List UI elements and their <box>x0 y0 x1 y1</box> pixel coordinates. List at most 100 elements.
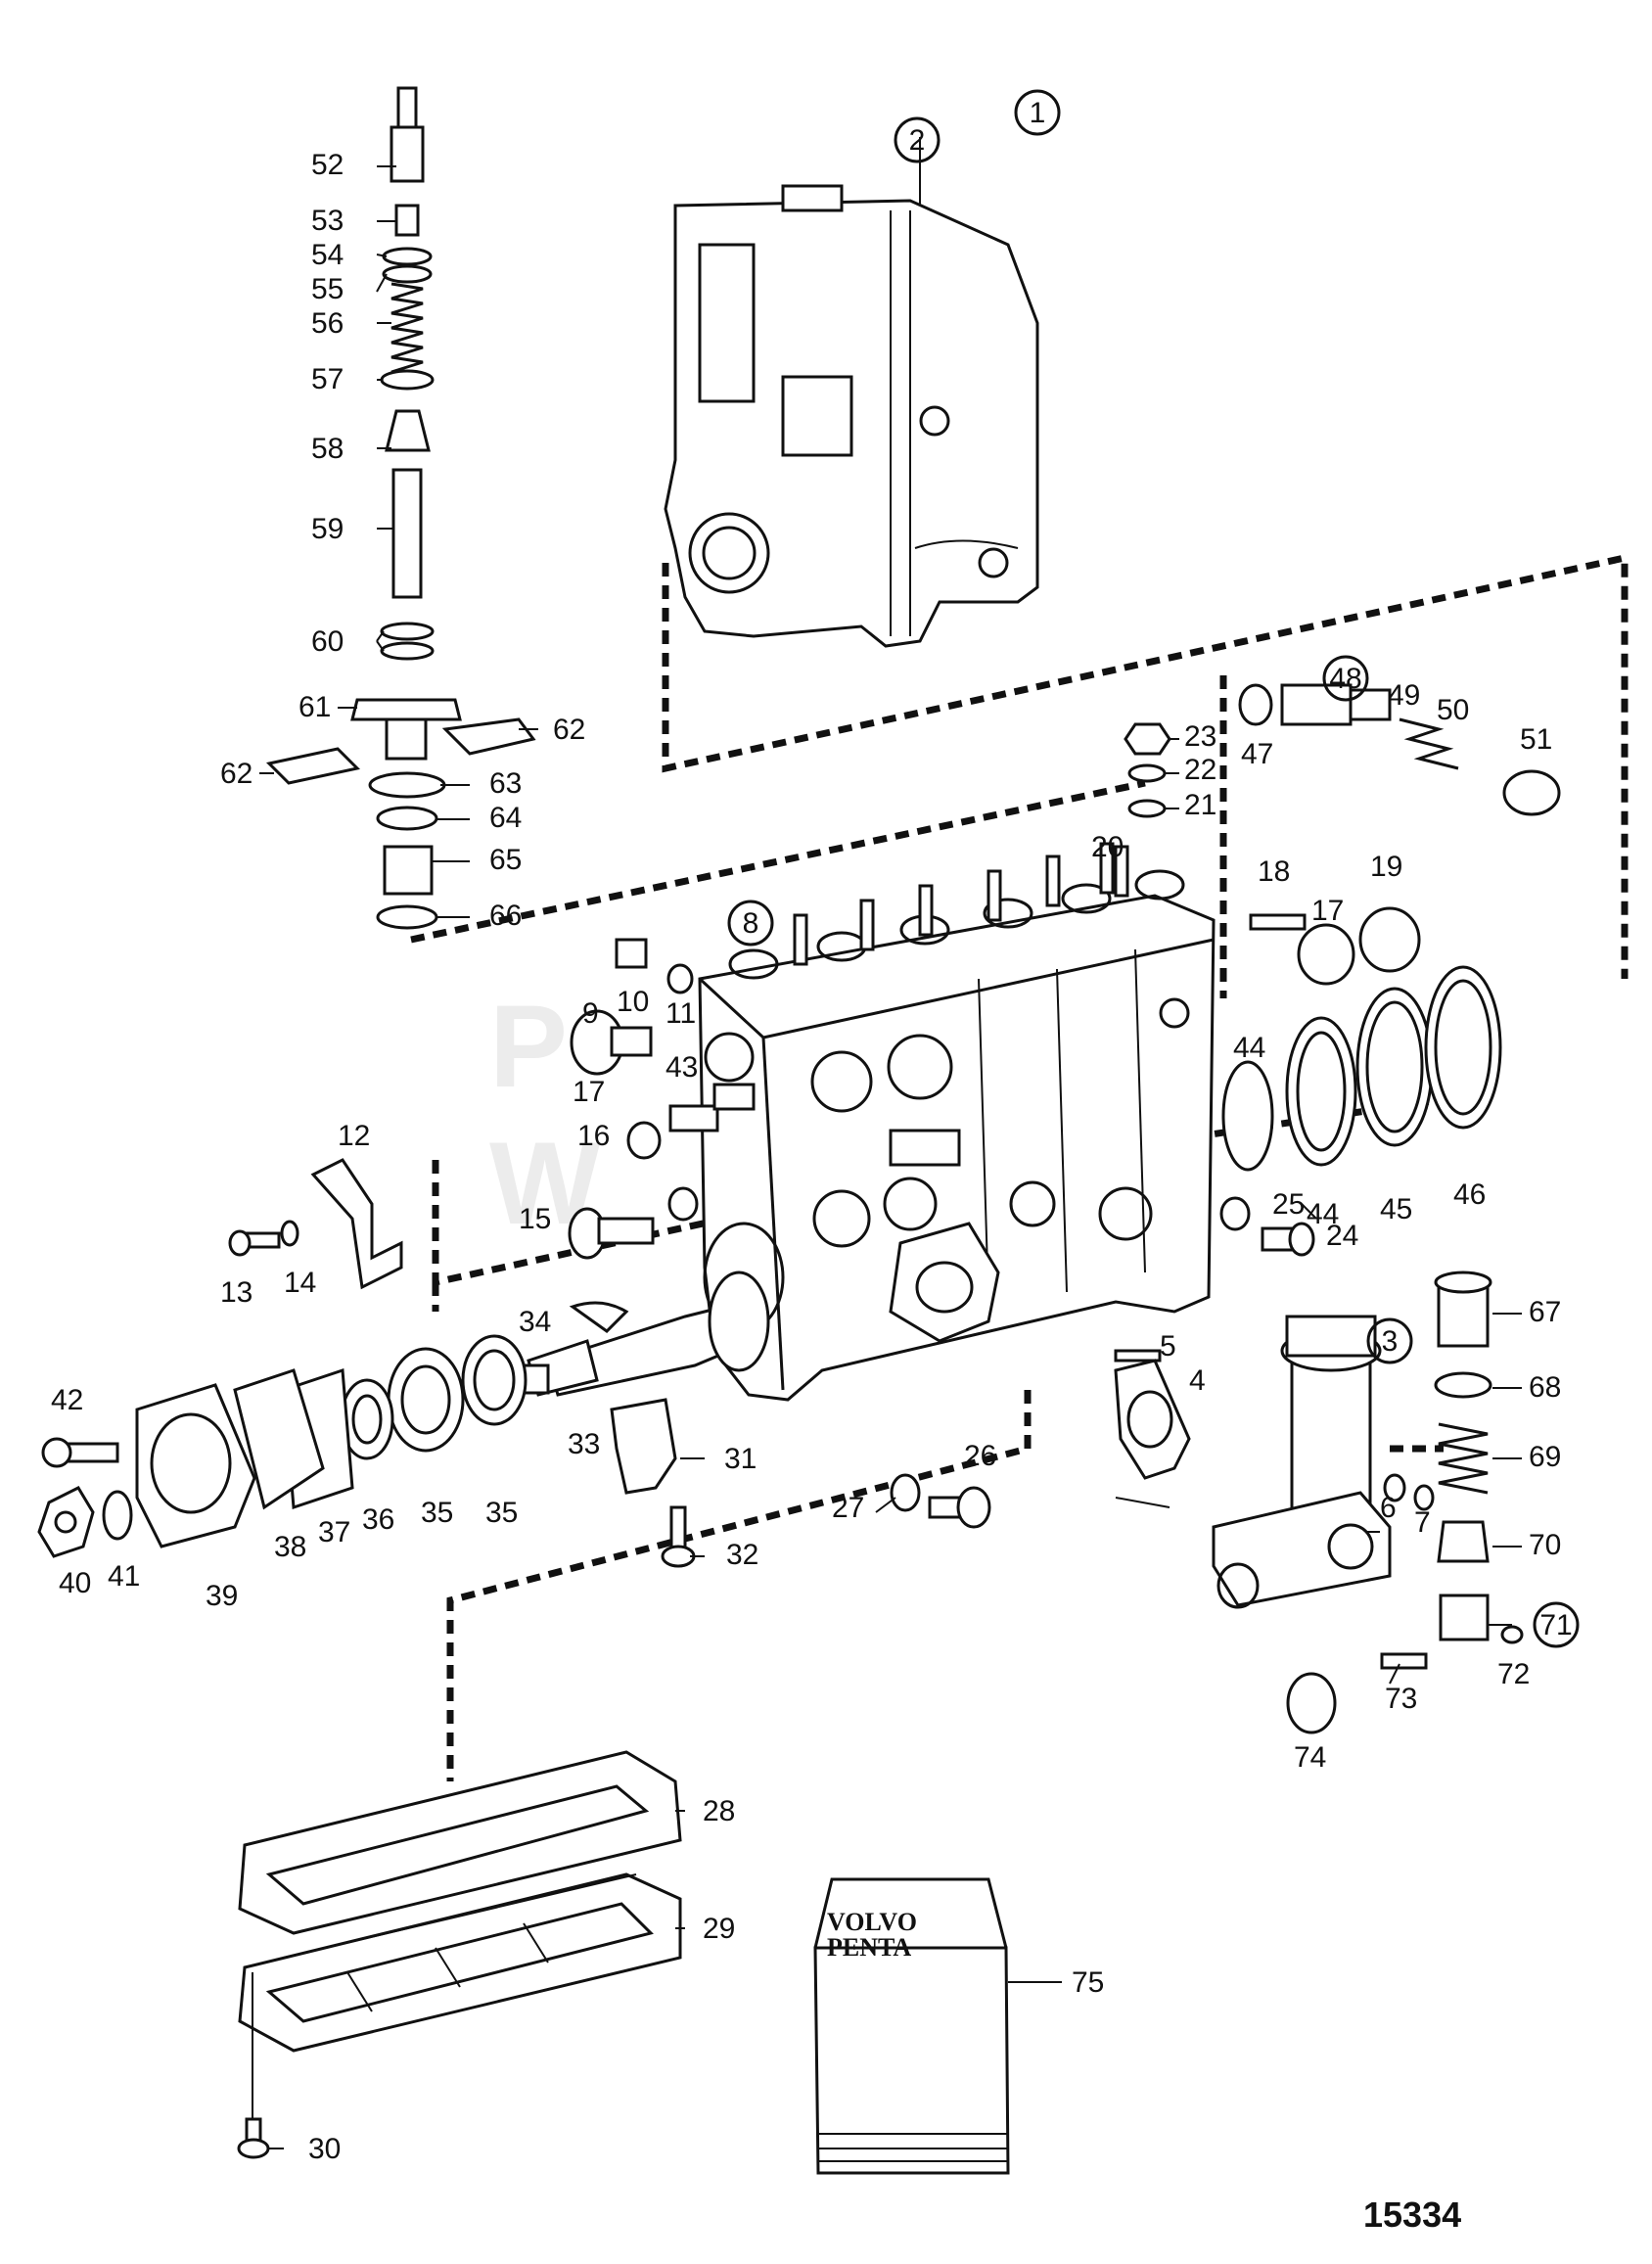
label-53: 53 <box>311 205 344 237</box>
label-74: 74 <box>1294 1741 1326 1774</box>
label-47: 47 <box>1241 738 1273 770</box>
label-57: 57 <box>311 363 344 395</box>
label-9: 9 <box>582 997 599 1030</box>
label-12: 12 <box>338 1120 370 1152</box>
label-46: 46 <box>1453 1178 1486 1211</box>
bottom-cover-parts <box>237 1750 682 2159</box>
label-1: 1 <box>1030 97 1046 129</box>
label-ring-3 <box>1366 1317 1413 1364</box>
label-26: 26 <box>964 1440 996 1472</box>
camshaft-assembly <box>37 1271 770 1568</box>
right-side-parts <box>228 683 1561 1529</box>
primer-parts-stack <box>1286 1271 1524 1734</box>
label-48: 48 <box>1329 663 1361 695</box>
label-5: 5 <box>1160 1330 1176 1363</box>
label-40: 40 <box>59 1567 91 1599</box>
label-51: 51 <box>1520 723 1552 756</box>
label-35b: 35 <box>485 1497 518 1529</box>
part-labels: 1 2 3 4 5 6 7 8 9 10 11 12 13 14 15 16 1… <box>51 89 1580 2165</box>
label-45: 45 <box>1380 1193 1412 1225</box>
label-15: 15 <box>519 1203 551 1235</box>
feed-pump <box>1114 1315 1392 1609</box>
label-70: 70 <box>1529 1529 1561 1561</box>
svg-text:P: P <box>489 981 568 1112</box>
label-54: 54 <box>311 239 344 271</box>
manual-brand-line1: VOLVO <box>827 1908 917 1936</box>
label-69: 69 <box>1529 1441 1561 1473</box>
label-28: 28 <box>703 1795 735 1827</box>
leader-lines <box>259 137 1522 2149</box>
label-66: 66 <box>489 900 522 932</box>
label-30: 30 <box>308 2133 341 2165</box>
pump-main-body <box>698 842 1216 1402</box>
label-72: 72 <box>1497 1658 1530 1690</box>
manual-book: VOLVO PENTA <box>813 1877 1010 2175</box>
label-33: 33 <box>568 1428 600 1460</box>
stud-bolts <box>793 842 1129 966</box>
label-64: 64 <box>489 802 522 834</box>
label-37: 37 <box>318 1516 350 1548</box>
label-73: 73 <box>1385 1683 1417 1715</box>
label-43: 43 <box>665 1051 698 1084</box>
label-7: 7 <box>1414 1506 1431 1539</box>
label-68: 68 <box>1529 1371 1561 1404</box>
label-56: 56 <box>311 307 344 340</box>
label-35a: 35 <box>421 1497 453 1529</box>
label-3: 3 <box>1382 1325 1399 1358</box>
label-24: 24 <box>1326 1220 1358 1252</box>
label-31: 31 <box>724 1443 757 1475</box>
label-20: 20 <box>1091 831 1124 863</box>
label-50: 50 <box>1437 694 1469 726</box>
label-ring-8 <box>727 900 774 947</box>
label-62b: 62 <box>220 758 252 790</box>
label-39: 39 <box>206 1580 238 1612</box>
label-11: 11 <box>665 997 696 1030</box>
label-ring-71 <box>1533 1601 1580 1648</box>
label-71: 71 <box>1539 1609 1572 1641</box>
label-14: 14 <box>284 1267 316 1299</box>
label-21: 21 <box>1184 789 1216 821</box>
label-10: 10 <box>617 986 649 1018</box>
label-32: 32 <box>726 1539 758 1571</box>
label-75: 75 <box>1072 1966 1104 1999</box>
label-ring-1 <box>1014 89 1061 136</box>
label-18: 18 <box>1258 855 1290 888</box>
label-34: 34 <box>519 1306 551 1338</box>
label-44b: 44 <box>1307 1198 1339 1230</box>
label-44a: 44 <box>1233 1032 1265 1064</box>
label-63: 63 <box>489 767 522 800</box>
label-41: 41 <box>108 1560 140 1593</box>
label-ring-48 <box>1322 655 1369 702</box>
label-8: 8 <box>743 907 759 940</box>
manual-brand-line2: PENTA <box>827 1933 911 1962</box>
label-55: 55 <box>311 273 344 305</box>
label-ring-2 <box>894 116 941 163</box>
label-2: 2 <box>909 124 926 157</box>
label-62a: 62 <box>553 714 585 746</box>
label-23: 23 <box>1184 720 1216 753</box>
label-36: 36 <box>362 1503 394 1536</box>
watermark: P W <box>489 981 601 1249</box>
label-59: 59 <box>311 513 344 545</box>
delivery-valve-stack <box>265 86 536 930</box>
governor-housing <box>664 184 1039 648</box>
label-38: 38 <box>274 1531 306 1563</box>
label-27: 27 <box>832 1492 864 1524</box>
label-52: 52 <box>311 149 344 181</box>
label-13: 13 <box>220 1276 252 1309</box>
label-42: 42 <box>51 1384 83 1416</box>
label-4: 4 <box>1189 1364 1206 1397</box>
label-29: 29 <box>703 1913 735 1945</box>
label-17b: 17 <box>1311 895 1344 927</box>
figure-number: 15334 <box>1363 2195 1461 2235</box>
label-67: 67 <box>1529 1296 1561 1328</box>
label-16: 16 <box>577 1120 610 1152</box>
label-58: 58 <box>311 433 344 465</box>
label-19: 19 <box>1370 851 1402 883</box>
label-49: 49 <box>1388 679 1420 712</box>
label-65: 65 <box>489 844 522 876</box>
label-17a: 17 <box>573 1076 605 1108</box>
label-22: 22 <box>1184 754 1216 786</box>
label-61: 61 <box>298 691 331 723</box>
